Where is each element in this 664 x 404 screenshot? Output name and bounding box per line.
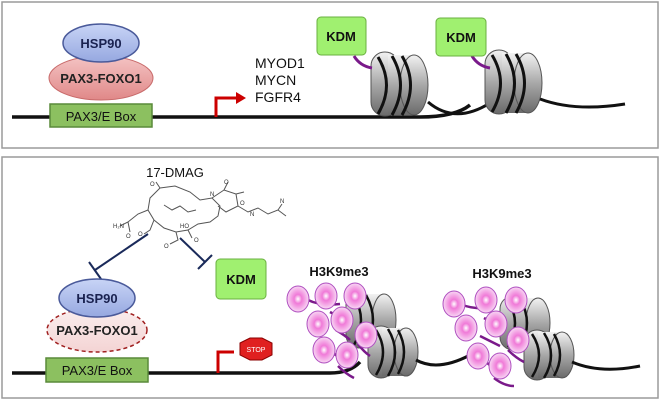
top-promoter-arrowhead bbox=[236, 92, 246, 104]
top-dna-line bbox=[12, 103, 472, 119]
svg-text:KDM: KDM bbox=[446, 30, 476, 45]
svg-text:KDM: KDM bbox=[326, 29, 356, 44]
bottom-promoter-arrow bbox=[216, 350, 234, 373]
top-histone-tail-2 bbox=[470, 55, 491, 70]
svg-text:HSP90: HSP90 bbox=[80, 36, 121, 51]
methyl-mark bbox=[504, 286, 528, 314]
inhibit-kdm bbox=[179, 237, 213, 270]
top-dna-tail bbox=[539, 97, 626, 109]
methyl-mark bbox=[335, 341, 359, 369]
methyl-mark bbox=[474, 286, 498, 314]
svg-text:PAX3/E Box: PAX3/E Box bbox=[62, 363, 133, 378]
methyl-mark bbox=[484, 310, 508, 338]
bottom-linker-dna bbox=[415, 353, 471, 367]
svg-text:O: O bbox=[164, 244, 169, 250]
bottom-pax3-foxo1: PAX3-FOXO1 bbox=[46, 307, 148, 353]
methyl-mark bbox=[314, 282, 338, 310]
top-nucleosome-1 bbox=[370, 51, 429, 117]
top-pax3-ebox: PAX3/E Box bbox=[49, 103, 153, 128]
svg-text:PAX3-FOXO1: PAX3-FOXO1 bbox=[56, 323, 137, 338]
bottom-dna-line bbox=[12, 360, 362, 375]
methyl-mark bbox=[442, 290, 466, 318]
svg-text:O: O bbox=[194, 238, 199, 244]
methyl-marks-cluster-2 bbox=[442, 286, 530, 380]
gene-label-1: MYCN bbox=[255, 72, 296, 88]
bottom-nucleosome-4 bbox=[523, 329, 575, 381]
bottom-dna-tail bbox=[571, 360, 641, 371]
svg-text:N: N bbox=[250, 212, 254, 218]
svg-text:N: N bbox=[210, 192, 214, 198]
methyl-mark bbox=[454, 314, 478, 342]
svg-text:O: O bbox=[138, 232, 143, 238]
top-pax3-foxo1: PAX3-FOXO1 bbox=[48, 55, 154, 101]
top-linker-dna bbox=[427, 100, 491, 116]
svg-text:PAX3-FOXO1: PAX3-FOXO1 bbox=[60, 71, 141, 86]
svg-text:O: O bbox=[126, 234, 131, 240]
svg-text:O: O bbox=[240, 201, 245, 207]
svg-text:KDM: KDM bbox=[226, 272, 256, 287]
methyl-marks-cluster-1 bbox=[286, 282, 378, 369]
methyl-mark bbox=[506, 326, 530, 354]
gene-label-2: FGFR4 bbox=[255, 89, 301, 105]
bottom-pax3-ebox: PAX3/E Box bbox=[45, 357, 149, 383]
top-promoter-arrow bbox=[214, 96, 238, 117]
inhibit-hsp90 bbox=[88, 233, 149, 280]
methyl-mark bbox=[312, 336, 336, 364]
h3k9me3-label-1: H3K9me3 bbox=[309, 264, 368, 279]
top-hsp90: HSP90 bbox=[62, 23, 140, 63]
methyl-mark bbox=[354, 321, 378, 349]
methyl-mark bbox=[488, 352, 512, 380]
svg-text:O: O bbox=[224, 180, 229, 186]
bottom-kdm: KDM bbox=[215, 258, 267, 300]
methyl-mark bbox=[306, 310, 330, 338]
svg-text:HO: HO bbox=[180, 224, 189, 230]
methyl-mark bbox=[466, 342, 490, 370]
top-nucleosome-2 bbox=[484, 49, 543, 115]
svg-text:O: O bbox=[150, 182, 155, 188]
svg-text:STOP: STOP bbox=[247, 347, 266, 354]
h3k9me3-label-2: H3K9me3 bbox=[472, 266, 531, 281]
top-kdm-2: KDM bbox=[435, 17, 487, 57]
drug-label: 17-DMAG bbox=[146, 165, 204, 180]
gene-label-0: MYOD1 bbox=[255, 55, 305, 71]
drug-atom-labels: O O N N N H₂N O O HO O O O bbox=[113, 180, 284, 250]
bottom-hsp90: HSP90 bbox=[58, 278, 136, 318]
svg-text:N: N bbox=[280, 199, 284, 205]
stop-sign-icon: STOP bbox=[239, 337, 273, 361]
top-kdm-1: KDM bbox=[316, 16, 367, 56]
methyl-mark bbox=[286, 285, 310, 313]
top-histone-tail-1 bbox=[352, 55, 373, 70]
methyl-mark bbox=[343, 282, 367, 310]
svg-text:H₂N: H₂N bbox=[113, 224, 124, 230]
methyl-mark bbox=[330, 306, 354, 334]
drug-structure bbox=[119, 181, 287, 245]
svg-text:PAX3/E Box: PAX3/E Box bbox=[66, 109, 137, 124]
svg-text:HSP90: HSP90 bbox=[76, 291, 117, 306]
